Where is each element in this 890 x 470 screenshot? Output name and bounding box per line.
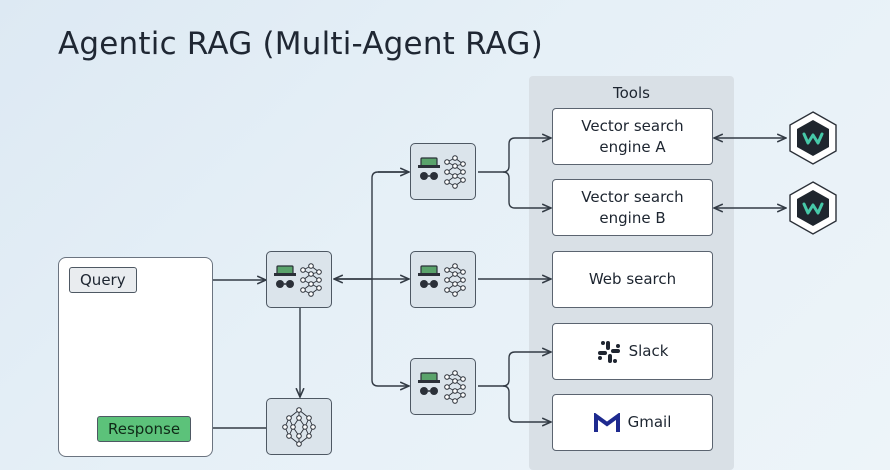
- tool-web-search: Web search: [552, 251, 713, 308]
- tools-label: Tools: [613, 84, 650, 102]
- vector-db-icon: [787, 110, 839, 166]
- tool-label: Web search: [588, 270, 677, 288]
- tool-label: Slack: [628, 342, 669, 360]
- response-bubble: Response: [97, 416, 192, 442]
- agent-spy-icon: [273, 260, 325, 300]
- slack-icon: [597, 340, 620, 363]
- tool-gmail: Gmail: [552, 394, 713, 451]
- aggregator-agent: [266, 398, 332, 455]
- communication-agent: [410, 358, 476, 415]
- web-search-agent: [410, 251, 476, 308]
- tool-label-line2: engine A: [599, 137, 666, 156]
- neural-network-icon: [279, 407, 319, 447]
- tool-label: Gmail: [627, 413, 672, 431]
- tool-label-line1: Vector search: [581, 116, 684, 135]
- vector-search-agent: [410, 143, 476, 200]
- agent-spy-icon: [417, 152, 469, 192]
- vector-db-icon: [787, 180, 839, 236]
- agent-spy-icon: [417, 260, 469, 300]
- agent-spy-icon: [417, 367, 469, 407]
- tool-label-line2: engine B: [599, 208, 666, 227]
- tool-vector-search-a: Vector search engine A: [552, 108, 713, 165]
- main-agent: [266, 251, 332, 308]
- gmail-icon: [593, 412, 620, 432]
- tool-label-line1: Vector search: [581, 187, 684, 206]
- page-title: Agentic RAG (Multi-Agent RAG): [58, 26, 543, 62]
- query-bubble: Query: [69, 267, 137, 293]
- tool-vector-search-b: Vector search engine B: [552, 179, 713, 236]
- tool-slack: Slack: [552, 323, 713, 380]
